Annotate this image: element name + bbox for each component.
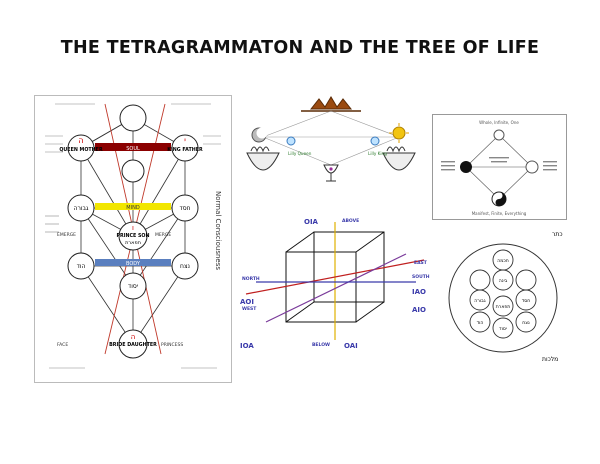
below-label: BELOW [312,342,330,348]
normal-consciousness-label: Normal Consciousness [214,191,222,270]
above-label: ABOVE [342,218,359,224]
emerge-label: EMERGE [57,232,76,238]
yin-yang-square-diagram: Whole, Infinite, One Manifest, Finite, E… [432,114,567,220]
mind-bar-label: MIND [126,205,140,211]
circle-label-1: בינה [499,279,508,284]
circle-label-5: נצח [522,321,530,326]
he-letter-upper: ה [78,136,83,145]
he-letter-lower: ה [131,333,136,341]
page-title: THE TETRAGRAMMATON AND THE TREE OF LIFE [60,38,540,58]
code-top: OIA [304,218,319,226]
circle-label-0: חכמה [497,259,509,264]
directional-cube-diagram: OIA ABOVE EAST IAO SOUTH AIO BELOW OAI W… [236,212,436,372]
left-lilly-label: Lilly Queen [288,151,312,156]
circle-label-3: גבורה [474,299,486,304]
taiji-bottom-caption: Manifest, Finite, Everything [472,211,527,216]
right-lilly-label: Lilly King [368,151,387,156]
yod-letter: י [184,136,186,145]
circle-label-2: חסד [522,299,531,304]
south-label: SOUTH [412,274,430,280]
body-bar-label: BODY [126,261,141,267]
vav-letter: ו [132,224,134,232]
chesed-label: חסד [179,205,190,212]
circle-label-8: מלכות [542,356,558,363]
east-label: EAST [414,260,428,266]
circle-label-7: יסוד [499,327,507,332]
prince-son-label: PRINCE SON [116,233,149,239]
north-label: NORTH [242,276,260,282]
circle-label-4: תפארת [496,305,511,310]
circles-diagram: כתר חכמה בינה חסד גבורה תפארת נצח הוד יס… [440,226,570,366]
soul-bar-label: SOUL [126,146,140,152]
taiji-top-caption: Whole, Infinite, One [479,120,519,125]
hod-label: הוד [77,263,86,270]
princess-label: PRINCESS [161,342,183,348]
gevurah-label: גבורה [74,205,89,212]
code-north: AOI [240,298,254,306]
code-east: IAO [412,288,426,296]
yesod-label: יסוד [128,283,138,290]
netzach-label: נצח [180,263,190,270]
sun-moon-crown-diagram: Lilly Queen Lilly King [241,95,421,187]
tiferet-label: תפארת [125,240,141,246]
code-bottom: OAI [344,342,358,350]
bride-daughter-label: BRIDE DAUGHTER [109,342,157,348]
top-circle-label: כתר [552,231,563,238]
west-label: WEST [242,306,257,312]
merge-label: MERGE [155,232,171,238]
tree-of-life-diagram: SOUL MIND BODY ה QUEEN MOTHER י KING FAT… [34,95,232,383]
king-father-label: KING FATHER [167,147,203,153]
queen-mother-label: QUEEN MOTHER [59,147,103,153]
circle-label-6: הוד [477,321,484,326]
code-west: IOA [240,342,254,350]
code-south: AIO [412,306,426,314]
face-label: FACE [57,342,68,348]
